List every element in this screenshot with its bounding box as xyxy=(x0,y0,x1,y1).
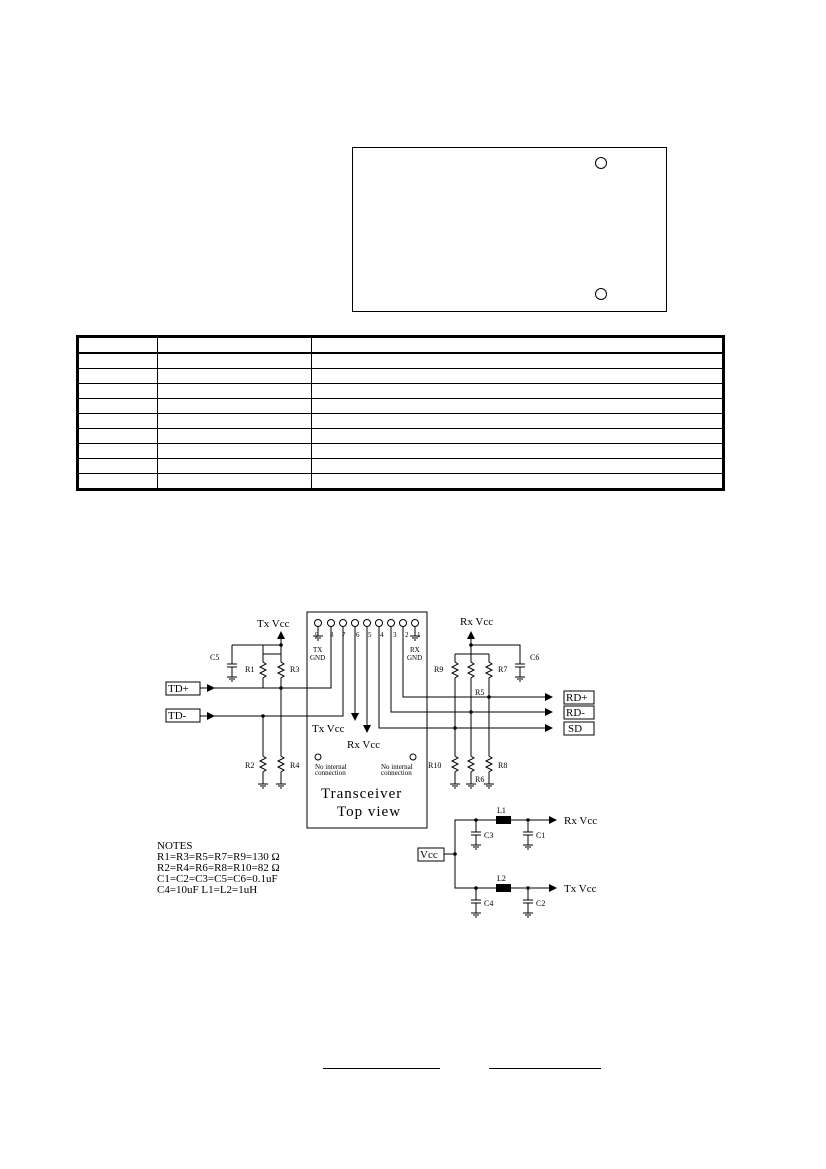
tx-gnd-label: TX xyxy=(313,646,322,654)
package-outline xyxy=(352,147,667,312)
transceiver-subtitle: Top view xyxy=(337,804,401,820)
rx-gnd-label: RX xyxy=(410,646,420,654)
resistor-label: R9 xyxy=(434,665,443,674)
pin-number: 2 xyxy=(405,631,409,639)
nc-pin-right xyxy=(409,753,417,761)
capacitor-label: C4 xyxy=(484,899,493,908)
rd-minus-label: RD- xyxy=(566,707,585,719)
rx-vcc-label-3: Rx Vcc xyxy=(564,815,597,827)
table-header-row xyxy=(77,336,724,354)
no-internal-label: connection xyxy=(381,769,412,777)
resistor-label: R5 xyxy=(475,688,484,697)
table-header-cell xyxy=(311,336,724,354)
pin-description-table xyxy=(76,335,725,491)
table-cell xyxy=(311,473,724,490)
pin-number: 3 xyxy=(393,631,397,639)
pin-8 xyxy=(327,619,335,627)
pin-1 xyxy=(411,619,419,627)
mounting-hole-top xyxy=(595,157,607,169)
pin-number: 6 xyxy=(356,631,360,639)
td-plus-box xyxy=(165,681,201,696)
capacitor-label: C5 xyxy=(210,653,219,662)
resistor-label: R1 xyxy=(245,665,254,674)
tx-gnd-label: GND xyxy=(310,654,325,662)
resistor-label: R8 xyxy=(498,761,507,770)
capacitor-label: C6 xyxy=(530,653,539,662)
table-row xyxy=(77,398,724,414)
nc-pin-left xyxy=(314,753,322,761)
no-internal-label: No internal xyxy=(381,763,413,771)
pin-number: 7 xyxy=(342,631,346,639)
sd-label: SD xyxy=(568,723,582,735)
rd-minus-box xyxy=(563,705,595,720)
td-plus-label: TD+ xyxy=(168,683,189,695)
pin-number: 4 xyxy=(380,631,384,639)
no-internal-label: No internal xyxy=(315,763,347,771)
pin-4 xyxy=(375,619,383,627)
pin-number: 9 xyxy=(315,631,319,639)
vcc-box-label: Vcc xyxy=(420,849,438,861)
capacitor-label: C2 xyxy=(536,899,545,908)
rd-plus-box xyxy=(563,690,595,705)
transceiver-title: Transceiver xyxy=(321,786,402,802)
inductor-label: L1 xyxy=(497,806,506,815)
signature-line-right xyxy=(489,1068,601,1069)
td-minus-box xyxy=(165,708,201,723)
pin-number: 1 xyxy=(417,631,421,639)
pin-7 xyxy=(339,619,347,627)
capacitor-label: C1 xyxy=(536,831,545,840)
notes-line: C1=C2=C3=C5=C6=0.1uF xyxy=(157,873,278,885)
resistor-label: R3 xyxy=(290,665,299,674)
resistor-label: R2 xyxy=(245,761,254,770)
resistor-label: R10 xyxy=(428,761,441,770)
signature-line-left xyxy=(323,1068,440,1069)
resistor-label: R6 xyxy=(475,775,484,784)
rd-plus-label: RD+ xyxy=(566,692,587,704)
inductor-l2 xyxy=(496,884,511,892)
inductor-l1 xyxy=(496,816,511,824)
tx-vcc-label-2: Tx Vcc xyxy=(312,723,345,735)
resistor-label: R4 xyxy=(290,761,299,770)
rx-gnd-label: GND xyxy=(407,654,422,662)
td-minus-label: TD- xyxy=(168,710,187,722)
pin-5 xyxy=(363,619,371,627)
rx-vcc-label-2: Rx Vcc xyxy=(347,739,380,751)
table-row xyxy=(77,473,724,490)
table-row xyxy=(77,443,724,459)
sd-box xyxy=(563,721,595,736)
mounting-hole-bottom xyxy=(595,288,607,300)
tx-vcc-label-3: Tx Vcc xyxy=(564,883,597,895)
notes-line: C4=10uF L1=L2=1uH xyxy=(157,884,257,896)
pin-9 xyxy=(314,619,322,627)
notes-line: R2=R4=R6=R8=R10=82 Ω xyxy=(157,862,280,874)
no-internal-label: connection xyxy=(315,769,346,777)
rx-vcc-label: Rx Vcc xyxy=(460,616,493,628)
pin-number: 8 xyxy=(330,631,334,639)
pin-6 xyxy=(351,619,359,627)
notes-line: R1=R3=R5=R7=R9=130 Ω xyxy=(157,851,280,863)
pin-number: 5 xyxy=(368,631,372,639)
notes-title: NOTES xyxy=(157,840,192,852)
transceiver-body xyxy=(306,611,428,829)
capacitor-label: C3 xyxy=(484,831,493,840)
table-row xyxy=(77,383,724,399)
tx-vcc-label: Tx Vcc xyxy=(257,618,290,630)
inductor-label: L2 xyxy=(497,874,506,883)
pin-3 xyxy=(387,619,395,627)
resistor-label: R7 xyxy=(498,665,507,674)
pin-2 xyxy=(399,619,407,627)
table-row xyxy=(77,428,724,444)
